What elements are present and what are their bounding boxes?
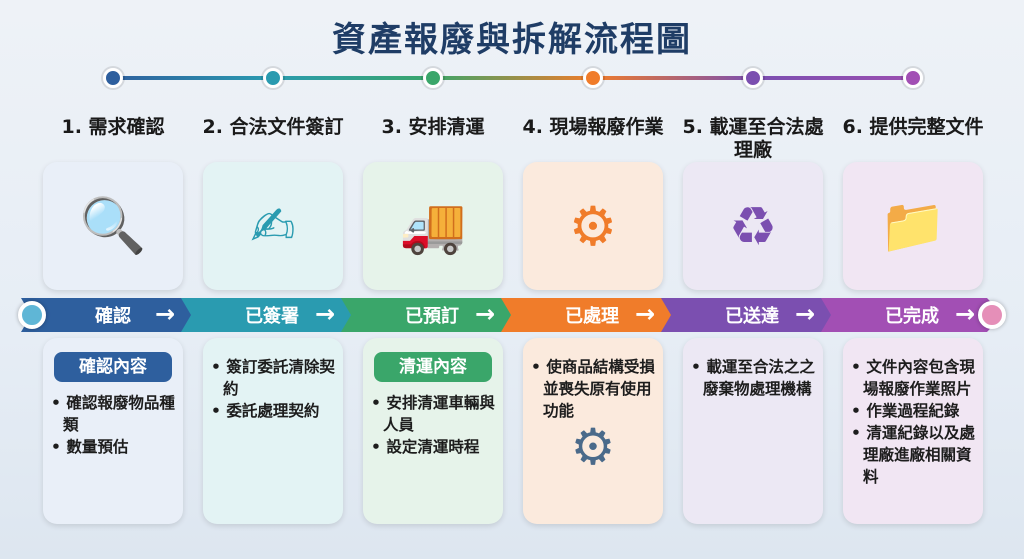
- step-illustration: 📁: [843, 162, 983, 290]
- gears-machine-icon: ⚙: [568, 194, 618, 258]
- step-detail-card: 簽訂委託清除契約委託處理契約: [203, 338, 343, 524]
- step-illustration: 🚚: [363, 162, 503, 290]
- step-detail-card: 使商品結構受損並喪失原有使用功能⚙: [523, 338, 663, 524]
- truck-recycle-factory-icon: ♻: [728, 194, 778, 258]
- status-bar: 已完成: [821, 298, 1003, 332]
- detail-item: 數量預估: [51, 436, 175, 458]
- arrow-right-icon: →: [795, 300, 816, 328]
- detail-item: 載運至合法之之廢棄物處理機構: [691, 356, 815, 400]
- step-detail-card: 文件內容包含現場報廢作業照片作業過程紀錄清運紀錄以及處理廠進廠相關資料: [843, 338, 983, 524]
- status-label: 確認: [95, 306, 131, 327]
- step-heading: 5. 載運至合法處理廠: [682, 116, 824, 161]
- status-label: 已處理: [565, 306, 619, 327]
- step-heading: 4. 現場報廢作業: [522, 116, 664, 138]
- folder-documents-icon: 📁: [879, 194, 947, 257]
- step-detail-card: 清運內容安排清運車輛與人員設定清運時程: [363, 338, 503, 524]
- contract-pen-icon: ✍: [250, 194, 296, 258]
- timeline-dot: [263, 68, 283, 88]
- arrow-right-icon: →: [955, 300, 976, 328]
- step-heading: 2. 合法文件簽訂: [202, 116, 344, 138]
- status-label: 已簽署: [245, 306, 299, 327]
- step-detail-card: 確認內容確認報廢物品種類數量預估: [43, 338, 183, 524]
- status-bar: 已簽署: [181, 298, 363, 332]
- timeline-dot: [423, 68, 443, 88]
- timeline-dot: [583, 68, 603, 88]
- step-heading: 3. 安排清運: [381, 116, 485, 138]
- detail-header: 清運內容: [374, 352, 492, 382]
- status-label: 已預訂: [405, 306, 459, 327]
- step-heading: 1. 需求確認: [61, 116, 165, 138]
- step-illustration: ♻: [683, 162, 823, 290]
- status-label: 已送達: [725, 306, 779, 327]
- detail-item: 作業過程紀錄: [851, 400, 975, 422]
- step-detail-card: 載運至合法之之廢棄物處理機構: [683, 338, 823, 524]
- timeline-start-cap: [18, 301, 46, 329]
- timeline-end-cap: [978, 301, 1006, 329]
- detail-item: 設定清運時程: [371, 436, 495, 458]
- status-bar: 已處理: [501, 298, 683, 332]
- status-bar: 確認: [21, 298, 205, 332]
- detail-item: 安排清運車輛與人員: [371, 392, 495, 436]
- detail-header: 確認內容: [54, 352, 172, 382]
- step-illustration: ⚙: [523, 162, 663, 290]
- arrow-right-icon: →: [475, 300, 496, 328]
- step-illustration: ✍: [203, 162, 343, 290]
- arrow-right-icon: →: [315, 300, 336, 328]
- status-bar: 已送達: [661, 298, 843, 332]
- page-title: 資產報廢與拆解流程圖: [332, 20, 692, 60]
- calendar-truck-icon: 🚚: [399, 194, 467, 257]
- timeline-dot: [743, 68, 763, 88]
- detail-item: 確認報廢物品種類: [51, 392, 175, 436]
- arrow-right-icon: →: [155, 300, 176, 328]
- timeline-line: [110, 76, 915, 80]
- timeline-dot: [903, 68, 923, 88]
- detail-item: 簽訂委託清除契約: [211, 356, 335, 400]
- magnifier-inventory-icon: 🔍: [79, 194, 147, 257]
- step-heading: 6. 提供完整文件: [842, 116, 984, 138]
- detail-item: 委託處理契約: [211, 400, 335, 422]
- timeline-dot: [103, 68, 123, 88]
- detail-item: 清運紀錄以及處理廠進廠相關資料: [851, 422, 975, 488]
- status-label: 已完成: [885, 306, 939, 327]
- detail-item: 使商品結構受損並喪失原有使用功能: [531, 356, 655, 422]
- status-bar: 已預訂: [341, 298, 523, 332]
- gears-machine-icon: ⚙: [570, 418, 616, 476]
- arrow-right-icon: →: [635, 300, 656, 328]
- detail-item: 文件內容包含現場報廢作業照片: [851, 356, 975, 400]
- step-illustration: 🔍: [43, 162, 183, 290]
